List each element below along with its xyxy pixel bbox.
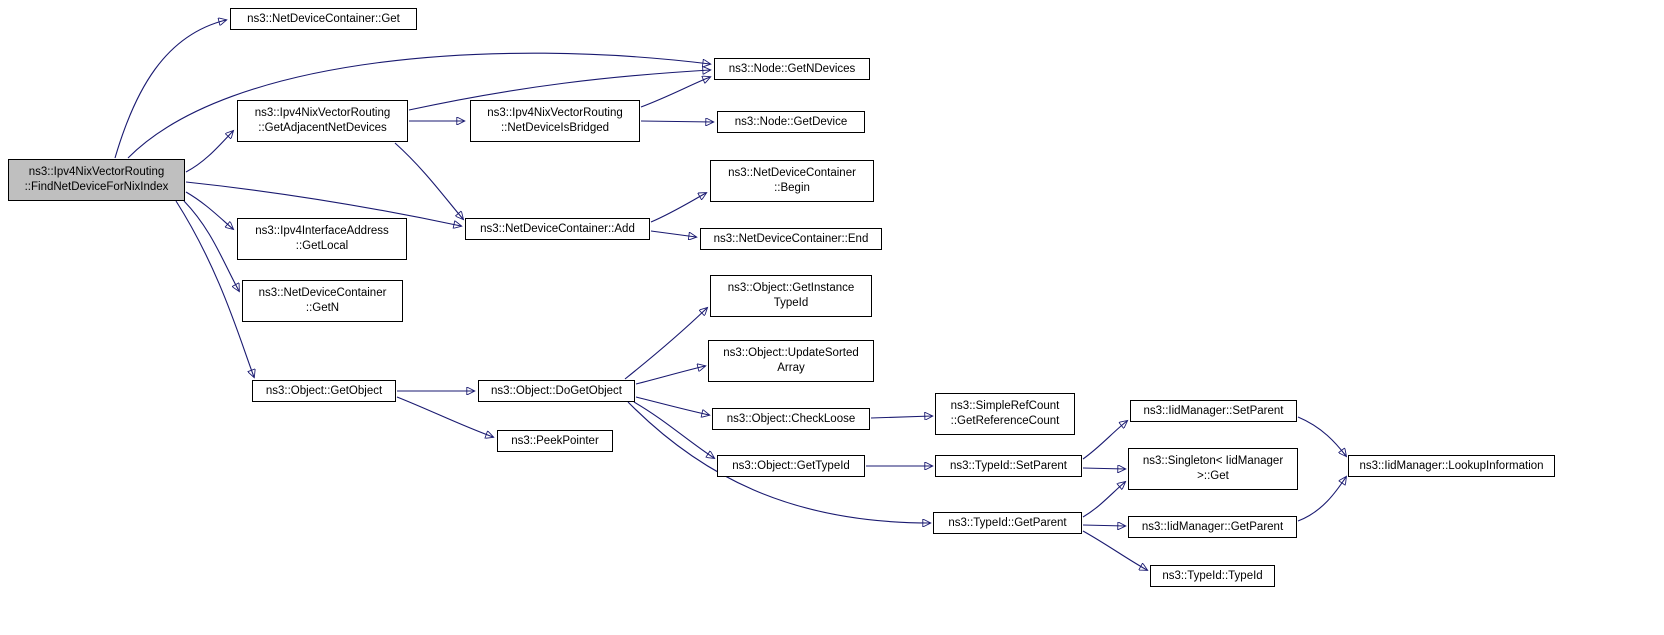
node-iidmanager-lookupinformation[interactable]: ns3::IidManager::LookupInformation <box>1348 455 1555 477</box>
edge-find-to-ndcGetN <box>183 200 239 291</box>
node-label: ns3::TypeId::TypeId <box>1162 569 1263 582</box>
node-label: ns3::NetDeviceContainer::End <box>713 232 869 245</box>
node-label: ns3::TypeId::GetParent <box>948 516 1067 529</box>
node-label: >::Get <box>1197 470 1229 482</box>
edge-getAdjacent-to-ndcAdd <box>394 142 463 219</box>
node-label: ns3::Ipv4NixVectorRouting <box>254 107 391 119</box>
node-netdeviceisbridged[interactable]: ns3::Ipv4NixVectorRouting ::NetDeviceIsB… <box>470 100 640 142</box>
node-label: ns3::Object::CheckLoose <box>726 412 856 425</box>
edge-tidGetParent-to-tidTypeId <box>1082 530 1147 570</box>
node-node-getndevices[interactable]: ns3::Node::GetNDevices <box>714 58 870 80</box>
node-netdevicecontainer-end[interactable]: ns3::NetDeviceContainer::End <box>700 228 882 250</box>
node-typeid-typeid[interactable]: ns3::TypeId::TypeId <box>1150 565 1275 587</box>
node-netdevicecontainer-add[interactable]: ns3::NetDeviceContainer::Add <box>465 218 650 240</box>
node-object-checkloose[interactable]: ns3::Object::CheckLoose <box>712 408 870 430</box>
node-label: ns3::NetDeviceContainer::Get <box>247 12 400 25</box>
node-label: TypeId <box>773 297 809 309</box>
edge-getAdjacent-to-getNDevices <box>408 70 710 111</box>
node-object-updatesortedarray[interactable]: ns3::Object::UpdateSorted Array <box>708 340 874 382</box>
node-simplerefcount-getreferencecount[interactable]: ns3::SimpleRefCount ::GetReferenceCount <box>935 393 1075 435</box>
edge-doGetObject-to-tidGetParent <box>627 401 930 523</box>
node-label: ns3::Node::GetDevice <box>734 115 848 128</box>
node-label: ns3::SimpleRefCount <box>950 400 1060 412</box>
node-iidmanager-getparent[interactable]: ns3::IidManager::GetParent <box>1128 516 1297 538</box>
edge-ndcAdd-to-ndcBegin <box>650 193 706 223</box>
node-netdevicecontainer-begin[interactable]: ns3::NetDeviceContainer ::Begin <box>710 160 874 202</box>
node-label: ::Begin <box>774 182 810 194</box>
node-label: ns3::IidManager::GetParent <box>1141 520 1284 533</box>
edge-doGetObject-to-getTypeId <box>633 401 714 458</box>
edge-doGetObject-to-checkLoose <box>635 396 709 415</box>
node-label: Array <box>777 362 805 374</box>
node-singleton-iidmanager-get[interactable]: ns3::Singleton< IidManager >::Get <box>1128 448 1298 490</box>
edge-getObject-to-peekPointer <box>396 396 493 437</box>
node-label: ns3::Object::GetObject <box>265 384 383 397</box>
node-label: ns3::PeekPointer <box>511 434 599 447</box>
node-node-getdevice[interactable]: ns3::Node::GetDevice <box>717 111 865 133</box>
node-netdevicecontainer-getn[interactable]: ns3::NetDeviceContainer ::GetN <box>242 280 403 322</box>
node-label: ns3::Object::DoGetObject <box>490 384 623 397</box>
edge-tidGetParent-to-singletonGet <box>1082 482 1125 518</box>
edge-tidSetParent-to-iidSetParent <box>1082 421 1127 460</box>
node-label: ns3::Ipv4InterfaceAddress <box>255 225 389 237</box>
edge-ndcAdd-to-ndcEnd <box>650 230 696 237</box>
node-typeid-setparent[interactable]: ns3::TypeId::SetParent <box>935 455 1082 477</box>
edge-isBridged-to-getNDevices <box>640 77 710 108</box>
node-object-getobject[interactable]: ns3::Object::GetObject <box>252 380 396 402</box>
node-label: ::GetLocal <box>295 240 349 252</box>
edge-doGetObject-to-updateSorted <box>635 366 705 385</box>
edge-find-to-ndcAdd <box>185 181 461 226</box>
node-getadjacentnetdevices[interactable]: ns3::Ipv4NixVectorRouting ::GetAdjacentN… <box>237 100 408 142</box>
edge-iidGetParent-to-lookupInfo <box>1297 477 1346 522</box>
node-label: ::GetReferenceCount <box>950 415 1060 427</box>
node-label: ns3::IidManager::LookupInformation <box>1359 459 1544 472</box>
node-peekpointer[interactable]: ns3::PeekPointer <box>497 430 613 452</box>
edge-tidGetParent-to-iidGetParent <box>1082 525 1125 526</box>
node-label: ::GetN <box>305 302 340 314</box>
node-label: ns3::Object::GetInstance <box>727 282 855 294</box>
node-label: ns3::Ipv4NixVectorRouting <box>28 166 165 178</box>
node-label: ns3::Node::GetNDevices <box>728 62 856 75</box>
edge-doGetObject-to-getInstanceTypeId <box>624 308 707 380</box>
node-object-gettypeid[interactable]: ns3::Object::GetTypeId <box>717 455 865 477</box>
node-label: ns3::Object::GetTypeId <box>732 459 850 472</box>
node-iidmanager-setparent[interactable]: ns3::IidManager::SetParent <box>1130 400 1297 422</box>
node-ipv4interfaceaddress-getlocal[interactable]: ns3::Ipv4InterfaceAddress ::GetLocal <box>237 218 407 260</box>
node-label: ns3::Singleton< IidManager <box>1142 455 1284 467</box>
node-label: ns3::IidManager::SetParent <box>1143 404 1284 417</box>
edge-find-to-ndcGet <box>114 20 226 159</box>
node-label: ns3::Object::UpdateSorted <box>723 347 859 359</box>
edge-find-to-getObject <box>175 200 254 377</box>
node-netdevicecontainer-get[interactable]: ns3::NetDeviceContainer::Get <box>230 8 417 30</box>
node-object-getinstancetypeid[interactable]: ns3::Object::GetInstance TypeId <box>710 275 872 317</box>
node-typeid-getparent[interactable]: ns3::TypeId::GetParent <box>933 512 1082 534</box>
node-label: ns3::Ipv4NixVectorRouting <box>487 107 623 119</box>
node-label: ::FindNetDeviceForNixIndex <box>24 181 169 193</box>
edge-checkLoose-to-getRefCount <box>870 416 932 418</box>
edge-isBridged-to-getDevice <box>640 121 713 122</box>
node-object-dogetobject[interactable]: ns3::Object::DoGetObject <box>478 380 635 402</box>
edge-find-to-getAdjacent <box>185 131 233 173</box>
edge-find-to-getLocal <box>185 191 233 229</box>
node-label: ::GetAdjacentNetDevices <box>258 122 387 134</box>
node-label: ns3::NetDeviceContainer::Add <box>480 222 635 235</box>
node-label: ::NetDeviceIsBridged <box>500 122 610 134</box>
node-find-net-device-for-nix-index: ns3::Ipv4NixVectorRouting ::FindNetDevic… <box>8 159 185 201</box>
edge-iidSetParent-to-lookupInfo <box>1297 416 1346 456</box>
edge-tidSetParent-to-singletonGet <box>1082 468 1125 469</box>
edge-find-to-getNDevices <box>127 52 710 159</box>
node-label: ns3::NetDeviceContainer <box>728 167 856 179</box>
node-label: ns3::TypeId::SetParent <box>950 459 1067 472</box>
node-label: ns3::NetDeviceContainer <box>258 287 387 299</box>
